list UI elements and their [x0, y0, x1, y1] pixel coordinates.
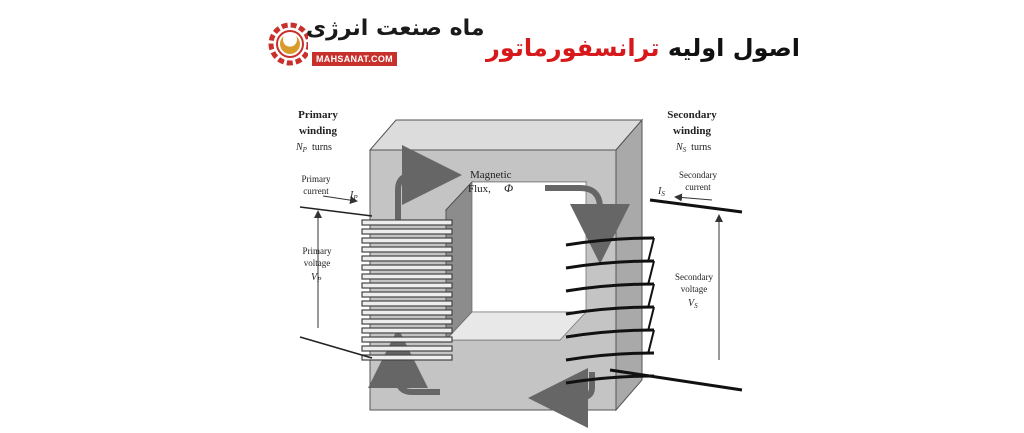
primary-coil-turn: [361, 264, 453, 271]
flux-arrow-bottom: [528, 368, 595, 428]
secondary-coil-turn: [565, 236, 655, 247]
brand-logo[interactable]: ماه صنعت انرژی MAHSANAT.COM: [268, 12, 484, 78]
secondary-coil-link: [647, 260, 655, 286]
secondary-coil-turn: [565, 328, 655, 339]
primary-coil-turn: [361, 291, 453, 298]
secondary-current-label-2: current: [685, 182, 711, 192]
primary-coil-turn: [361, 219, 453, 226]
primary-coil-turn: [361, 327, 453, 334]
primary-coil-turn: [361, 246, 453, 253]
window-opening: [471, 181, 587, 313]
gear-icon: [268, 22, 308, 66]
core-top-face: [368, 119, 644, 151]
primary-coil-turn: [361, 309, 453, 316]
flux-arrow-top-left: [395, 145, 462, 225]
secondary-coil-turn: [565, 259, 655, 270]
secondary-coil-turn: [565, 305, 655, 316]
primary-coil-turn: [361, 318, 453, 325]
secondary-voltage-label-1: Secondary: [675, 272, 713, 282]
secondary-coil-back: [647, 237, 655, 355]
primary-lead-bottom: [299, 336, 373, 359]
secondary-winding-label-2: winding: [673, 125, 711, 137]
flux-label-1: Magnetic: [470, 169, 512, 181]
core-side-face: [615, 118, 643, 412]
logo-url: MAHSANAT.COM: [312, 52, 397, 66]
secondary-voltage-label-2: voltage: [681, 284, 708, 294]
title-plain: اصول اولیه: [667, 34, 800, 62]
primary-voltage-label-1: Primary: [303, 246, 332, 256]
secondary-winding: [565, 236, 655, 385]
primary-coil-turn: [361, 273, 453, 280]
title-accent: ترانسفورماتور: [486, 34, 660, 62]
secondary-coil-link: [647, 237, 655, 263]
primary-voltage-label-2: voltage: [304, 258, 331, 268]
primary-coil-turn: [361, 336, 453, 343]
flux-arrows: [368, 145, 630, 428]
primary-coil-turn: [361, 237, 453, 244]
primary-coil-turn: [361, 228, 453, 235]
logo-name: ماه صنعت انرژی: [306, 16, 485, 41]
primary-winding-label-1: Primary: [298, 109, 338, 121]
primary-winding: [361, 219, 453, 361]
flux-arrow-left: [368, 328, 440, 395]
secondary-coil-turn: [565, 282, 655, 293]
primary-voltage-symbol: VP: [311, 272, 322, 284]
primary-current-arrow: [322, 195, 358, 205]
primary-lead-top: [299, 206, 373, 217]
primary-coil-turn: [361, 345, 453, 352]
secondary-winding-label-1: Secondary: [667, 109, 717, 121]
primary-coil-turn: [361, 300, 453, 307]
secondary-current-arrow: [674, 193, 713, 202]
secondary-lead-bottom: [609, 368, 743, 392]
secondary-coil-link: [647, 283, 655, 309]
primary-coil-turn: [361, 255, 453, 262]
secondary-coil-turn: [565, 351, 655, 362]
secondary-current-symbol: IS: [657, 186, 665, 198]
secondary-lead-top: [649, 198, 743, 214]
primary-coil-turn: [361, 282, 453, 289]
primary-current-label-2: current: [303, 186, 329, 196]
primary-winding-label-2: winding: [299, 125, 337, 137]
primary-coil-turn: [361, 354, 453, 361]
page-title: اصول اولیه ترانسفورماتور: [480, 34, 800, 62]
secondary-current-label-1: Secondary: [679, 170, 717, 180]
primary-current-label-1: Primary: [302, 174, 331, 184]
secondary-coil-link: [647, 329, 655, 355]
flux-arrow-right: [545, 185, 630, 264]
flux-label-2: Flux,: [468, 183, 491, 195]
flux-symbol: Φ: [504, 181, 513, 195]
secondary-voltage-symbol: VS: [688, 298, 698, 310]
primary-current-symbol: IP: [349, 190, 358, 202]
secondary-coil-link: [647, 306, 655, 332]
